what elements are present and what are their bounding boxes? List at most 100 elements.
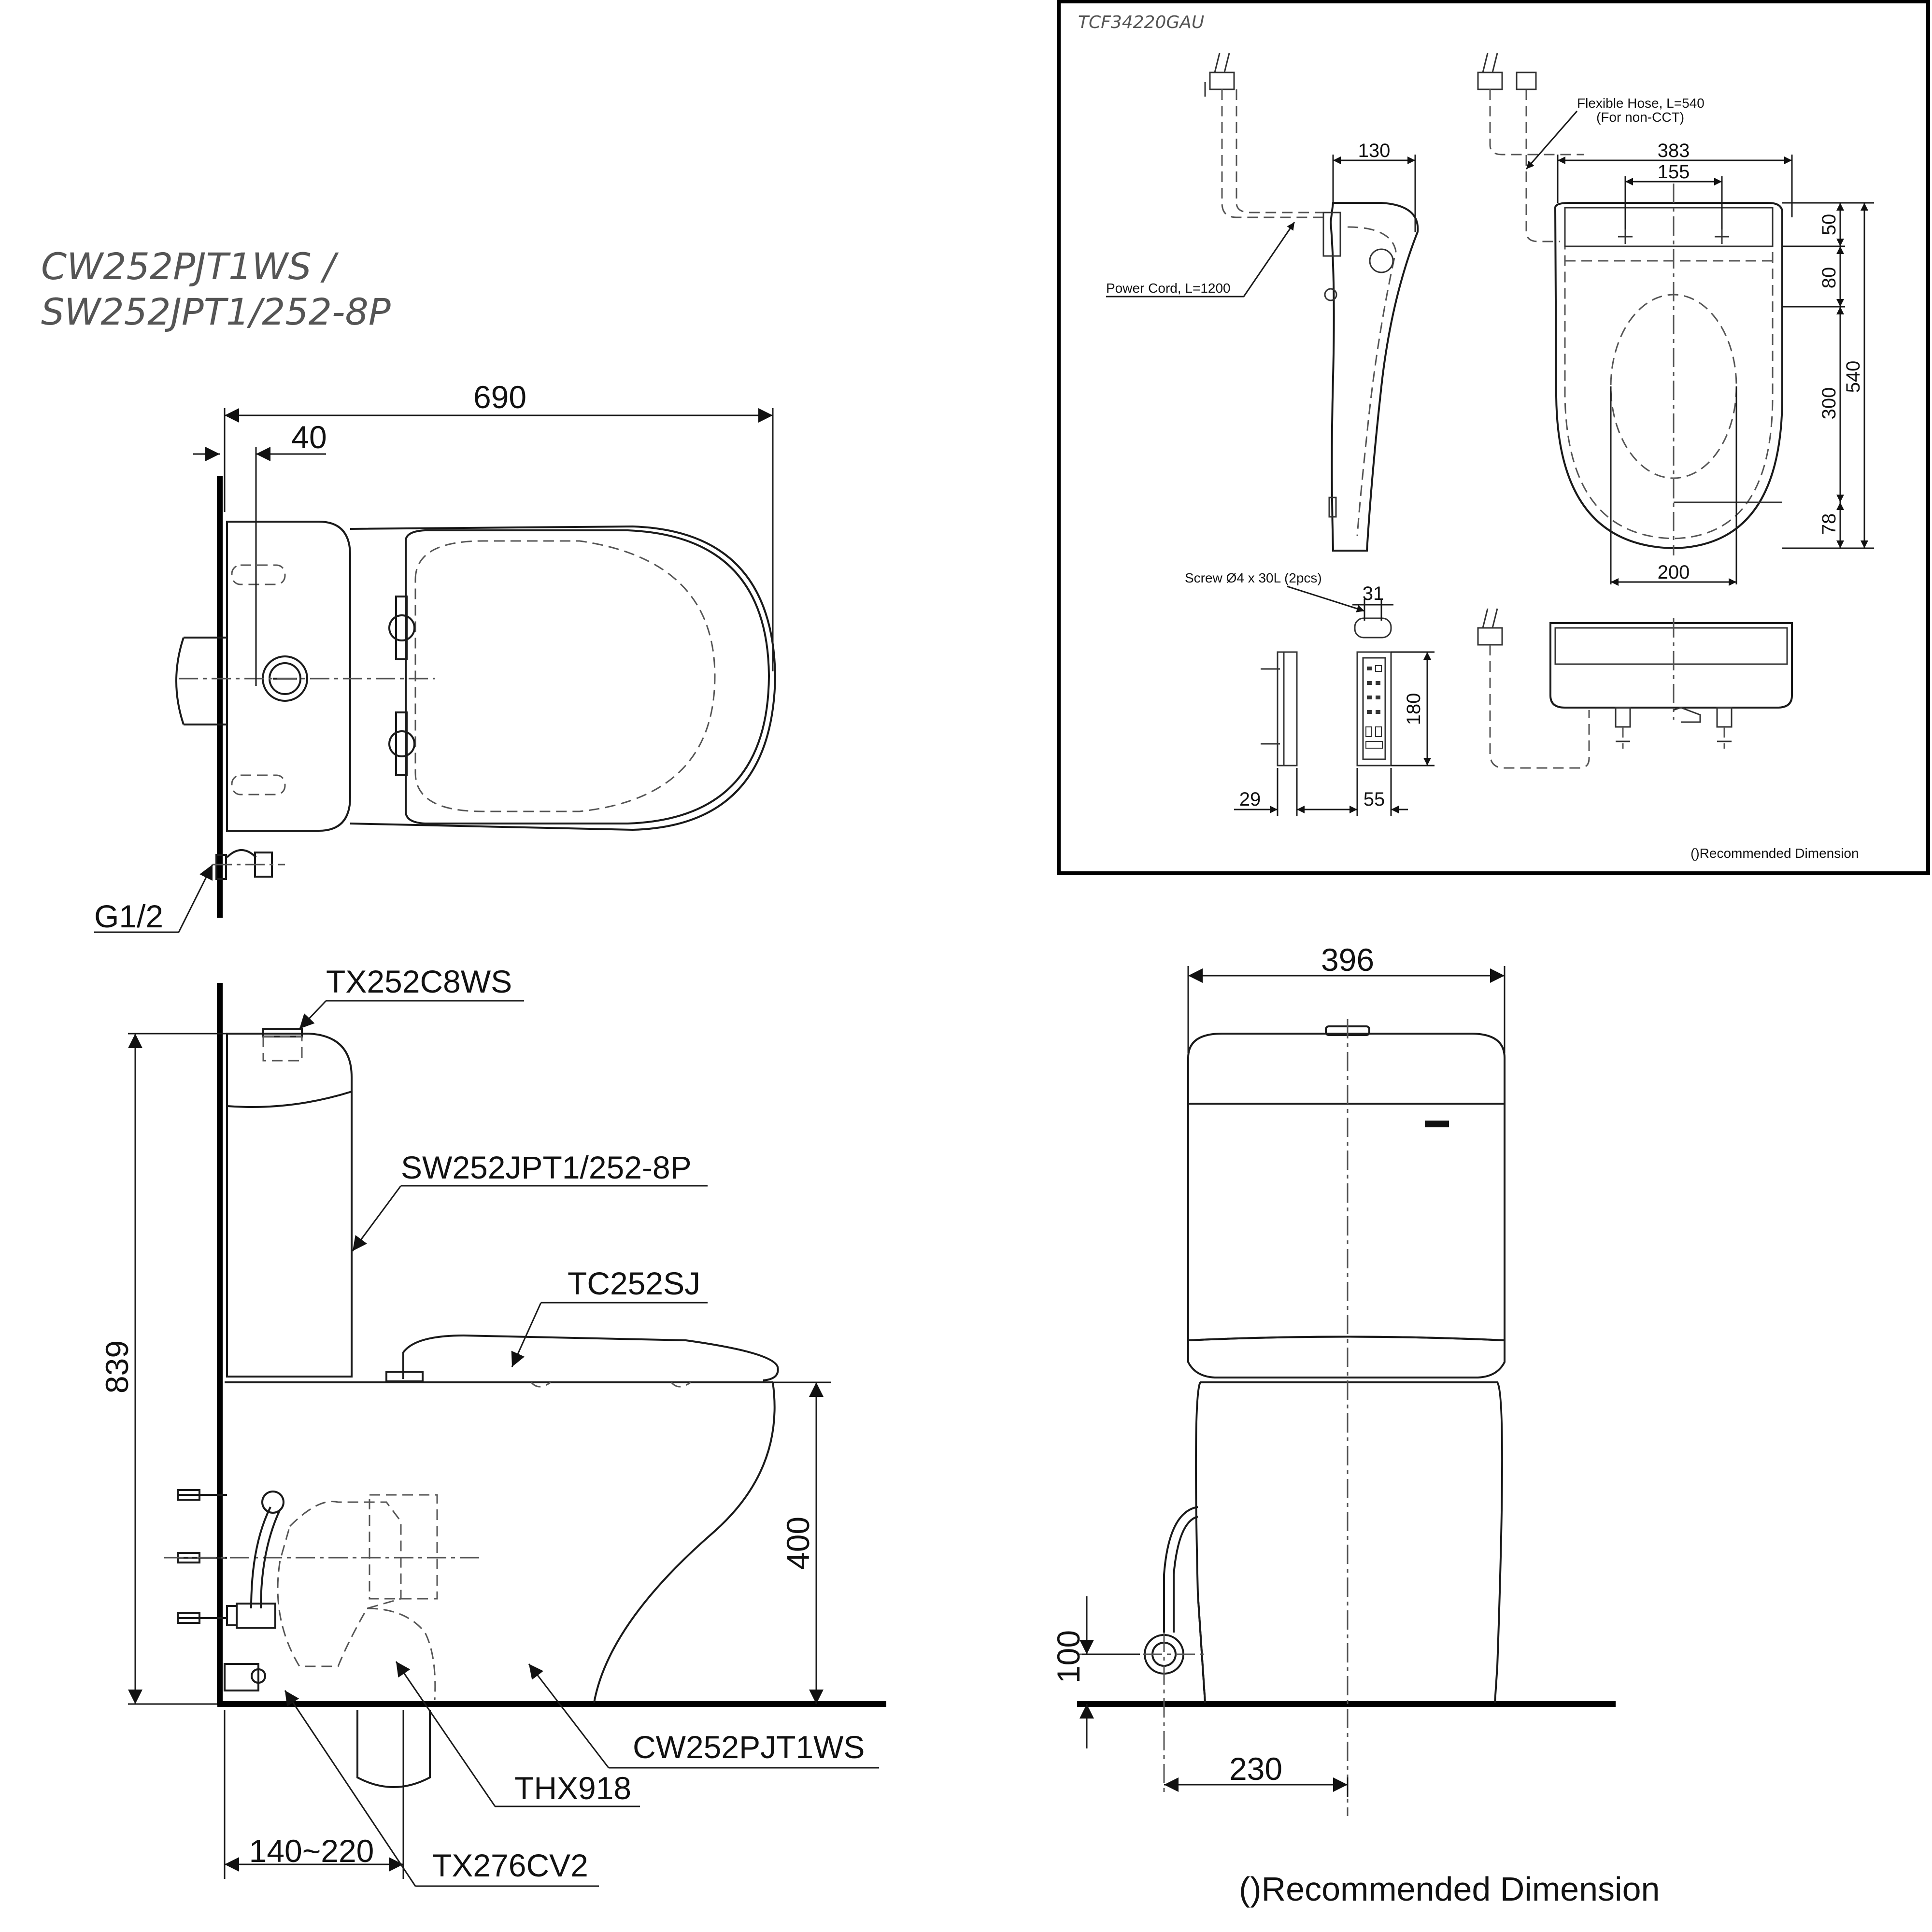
dim-690-text: 690 [473,379,526,415]
footer-note: ()Recommended Dimension [1239,1870,1660,1908]
dim-155-text: 155 [1658,161,1690,183]
dim-200-text: 200 [1658,562,1690,583]
inset-panel: TCF34220GAU 130 Power Cord, L=1200 [1057,0,1930,875]
side-tank [226,1033,353,1378]
inset-seat-profile-inner [1347,226,1397,537]
remote-front [1356,651,1392,767]
front-view: 396 100 230 [1051,942,1616,1816]
dim-100-text: 100 [1051,1630,1086,1683]
front-bowl-side [1197,1593,1206,1703]
label-bowl-leader [528,1663,610,1768]
bowl-front-curve [593,1382,776,1703]
inset-knob [1369,248,1394,273]
label-bowl: CW252PJT1WS [633,1729,865,1765]
dim-31-text: 31 [1363,583,1384,604]
flexible-hose-label1: Flexible Hose, L=540 [1577,96,1705,111]
side-valve [236,1603,276,1629]
hinge-upper-knob [388,614,415,641]
dim-383-text: 383 [1658,140,1690,161]
side-hose-2 [260,1509,281,1609]
power-cord-path [1221,89,1324,242]
inset-seat-top-inner [1564,245,1774,540]
dim-55-text: 55 [1364,789,1385,810]
screw-leader [1287,585,1365,612]
inset-sensor [1324,288,1337,301]
label-valve-leader [284,1690,416,1887]
top-seat [405,529,770,824]
inset-front-body [1549,622,1793,709]
inset-frame [1057,0,1930,875]
dim-180-text: 180 [1403,693,1424,725]
dim-300-text: 300 [1818,387,1840,420]
hose-path-2 [1525,89,1560,242]
plug-bottom-pins [1482,608,1498,628]
power-cord-path-2 [1236,89,1333,213]
front-bowl [1195,1381,1503,1703]
remote-buttons [1365,665,1383,749]
side-seat-bumpers [530,1381,691,1388]
power-cord-leader [1243,222,1295,297]
trap-outlet [367,1607,436,1701]
front-tank-lid [1187,1033,1506,1105]
label-seat-leader [511,1302,542,1367]
label-tank: SW252JPT1/252-8P [401,1150,692,1185]
top-bowl-inner [414,540,716,812]
dim-396-text: 396 [1321,942,1374,978]
top-bowl [350,525,777,831]
dim-78-text: 78 [1818,513,1840,535]
inset-front-nozzle [1673,707,1701,723]
dim-50-text: 50 [1818,214,1840,236]
hose-connector [1516,71,1537,90]
screw-label: Screw Ø4 x 30L (2pcs) [1185,570,1322,585]
side-hose [250,1506,271,1609]
hinge-lower [395,711,408,776]
hinge-lower-knob [388,730,415,757]
wall-bracket-top [1354,617,1392,639]
side-seat [402,1334,779,1381]
label-tank-leader [352,1185,402,1251]
remote-side-inner [1283,651,1298,767]
top-valve-hose [226,849,257,858]
front-lever [1425,1121,1449,1127]
flexible-hose-label2: (For non-CCT) [1596,110,1684,125]
side-view: 839 400 140~220 TX252C8WS SW252JPT1/252-… [99,964,886,1887]
main-title-line1: CW252PJT1WS / [41,245,339,288]
main-title: CW252PJT1WS / SW252JPT1/252-8P [41,245,391,333]
dim-29-text: 29 [1239,789,1261,810]
top-valve-body [215,854,227,880]
remote-front-panel [1362,657,1386,760]
inset-seat-profile [1329,202,1419,552]
front-tank-body [1187,1103,1506,1342]
fix-slot-1 [231,564,286,585]
front-hose-2 [1173,1516,1198,1633]
main-title-line2: SW252JPT1/252-8P [41,290,391,333]
inset-front-view [1477,608,1793,769]
inset-remote: Screw Ø4 x 30L (2pcs) 31 [1185,570,1435,816]
plug-left-pins [1214,53,1230,73]
dim-80-text: 80 [1818,267,1840,289]
front-tank-base [1187,1335,1506,1378]
dim-140-220-text: 140~220 [249,1833,374,1869]
inset-top-view: 383 155 50 80 300 78 540 200 [1477,53,1874,586]
inset-model: TCF34220GAU [1078,13,1204,32]
side-valve-stub [226,1605,238,1626]
inset-foot [1328,497,1337,518]
dim-130-text: 130 [1358,140,1391,161]
side-seat-hinge [385,1371,424,1382]
trap-bracket [369,1494,438,1600]
top-view: 690 40 G1/2 [94,379,777,934]
side-tank-lid-line [227,1091,352,1108]
inset-front-top [1554,627,1788,665]
front-hose [1163,1506,1198,1633]
drain-plate [224,1663,259,1691]
dim-400-text: 400 [780,1517,816,1570]
g12-leader [178,864,213,933]
side-hose-fitting [261,1491,284,1514]
label-flange: THX918 [514,1770,631,1806]
top-tank [226,521,351,832]
cord-bottom [1489,645,1590,769]
label-cover: TX252C8WS [326,964,512,999]
top-supply-pipe [175,637,227,725]
label-flange-leader [395,1661,496,1807]
